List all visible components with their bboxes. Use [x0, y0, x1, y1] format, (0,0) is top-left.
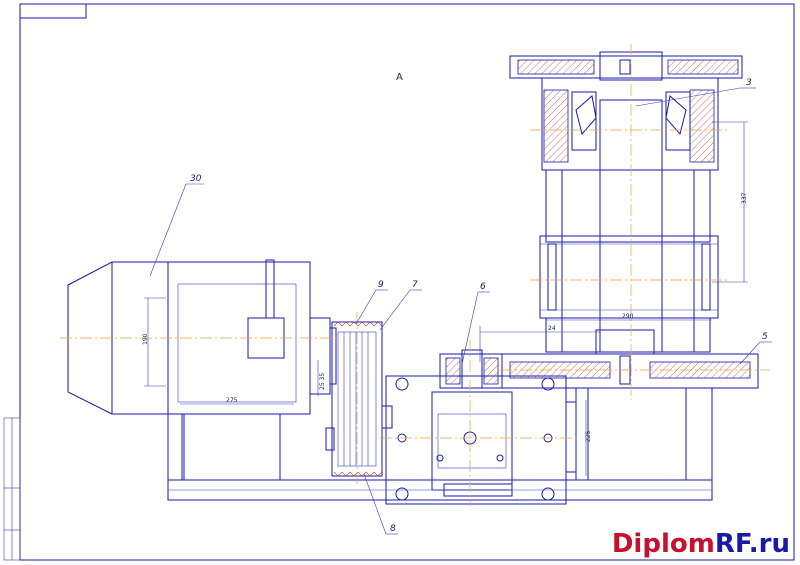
watermark-main: Diplom	[611, 529, 715, 559]
callout-7: 7	[412, 280, 418, 290]
watermark-logo: DiplomRF.ru	[612, 529, 790, 559]
callout-8: 8	[390, 524, 396, 534]
gearbox	[385, 375, 577, 505]
axis-lines	[60, 44, 770, 506]
sheet-frame	[3, 3, 795, 561]
view-label: A	[396, 72, 403, 83]
dim-motor-height: 190	[142, 333, 149, 345]
callout-9: 9	[378, 280, 384, 290]
dim-gearbox-height: 225	[585, 430, 592, 442]
coupling	[439, 349, 503, 389]
callout-3: 3	[746, 78, 752, 88]
base-frame	[167, 387, 713, 501]
callout-5: 5	[762, 332, 768, 342]
lower-gear-wheel	[501, 329, 759, 389]
dim-motor-length: 275	[226, 397, 238, 404]
dimension-lines	[479, 121, 748, 476]
watermark-suffix: RF.ru	[714, 529, 790, 559]
electric-motor	[67, 259, 337, 481]
callout-6: 6	[480, 282, 486, 292]
upper-assembly	[509, 51, 743, 171]
callout-30: 30	[190, 174, 202, 184]
dim-motor-shaft: 25 35	[319, 373, 326, 390]
dim-wheel-offset: 290	[622, 313, 634, 320]
dim-pulley-offset: 24	[548, 325, 556, 332]
dim-column-height: 337	[741, 192, 748, 204]
callout-leaders	[149, 87, 772, 535]
